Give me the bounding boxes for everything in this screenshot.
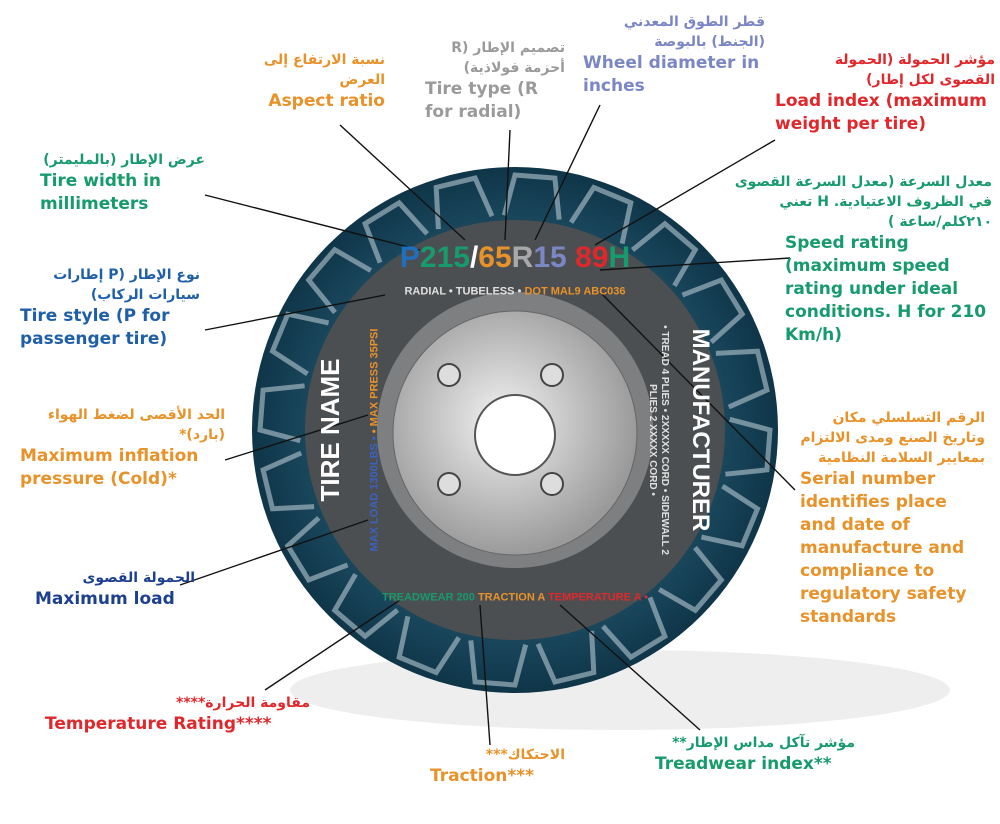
max-load-text: MAX LOAD 1300LBS • bbox=[368, 436, 381, 552]
leader-lines bbox=[179, 104, 796, 746]
tread-block bbox=[630, 220, 699, 288]
label-speed-rating: معدل السرعة (معدل السرعة القصوى في الظرو… bbox=[734, 174, 992, 345]
hub-hole bbox=[474, 394, 556, 476]
tread-block bbox=[433, 175, 495, 230]
size-load: 89 bbox=[575, 241, 609, 274]
label-max-inflation: الحد الأقصى لضغط الهواء (بارد)*Maximum i… bbox=[20, 407, 225, 489]
tread-block bbox=[260, 450, 315, 512]
tread-block bbox=[535, 630, 597, 685]
tire-size-code: P215/65R15 89H bbox=[400, 243, 630, 273]
size-p: P bbox=[399, 241, 420, 274]
traction-text: TRACTION A bbox=[477, 591, 545, 604]
temperature-text: TEMPERATURE A • bbox=[548, 591, 649, 604]
label-tire-style: نوع الإطار (P إطارات سيارات الركاب)Tire … bbox=[20, 267, 200, 349]
label-traction: الاحتكاك***Traction*** bbox=[430, 747, 565, 786]
tread-block bbox=[284, 516, 349, 583]
sidewall-left-info: MAX LOAD 1300LBS • • MAX PRESS 35PSI bbox=[368, 328, 381, 552]
max-press-text: • MAX PRESS 35PSI bbox=[368, 328, 381, 434]
tread-block bbox=[501, 172, 562, 220]
sidewall-right-info: • TREAD 4 PLIES • 2XXXXX CORD • SIDEWALL… bbox=[647, 325, 670, 555]
tread-block bbox=[569, 184, 634, 245]
tread-block bbox=[657, 545, 725, 614]
size-slash: / bbox=[469, 241, 479, 274]
label-serial-number: الرقم التسلسلي مكان وتاريخ الصنع ومدى ال… bbox=[800, 410, 985, 627]
tread-block bbox=[725, 416, 773, 477]
tread-block bbox=[468, 640, 529, 688]
tread-block bbox=[700, 484, 761, 549]
sidewall-bottom-info: TREADWEAR 200 TRACTION A TEMPERATURE A • bbox=[381, 591, 649, 604]
size-diameter: 15 bbox=[533, 241, 567, 274]
label-tire-type: تصميم الإطار (R أحزمة فولاذية)Tire type … bbox=[425, 40, 565, 122]
tread-block bbox=[396, 615, 461, 676]
size-speed: H bbox=[608, 241, 631, 274]
tread-block bbox=[269, 311, 330, 376]
tire-name-text: TIRE NAME bbox=[315, 358, 345, 502]
tread-block bbox=[601, 596, 668, 661]
tread-block bbox=[681, 277, 746, 344]
tread-block bbox=[257, 383, 305, 444]
sidewall-top-info: RADIAL • TUBELESS • DOT MAL9 ABC036 bbox=[404, 285, 626, 298]
tread-block bbox=[715, 348, 770, 410]
ring-top-text: RADIAL • TUBELESS • bbox=[404, 285, 522, 298]
manufacturer-text: MANUFACTURER bbox=[687, 328, 714, 532]
tread-pattern bbox=[257, 172, 773, 688]
tread-block bbox=[362, 199, 429, 264]
treadwear-text: TREADWEAR 200 bbox=[381, 591, 475, 604]
tread-block bbox=[305, 246, 373, 315]
label-load-index: مؤشر الحمولة (الحمولة القصوى لكل إطار)Lo… bbox=[775, 52, 995, 134]
label-tire-width: عرض الإطار (بالمليمتر)Tire width in mill… bbox=[40, 152, 205, 214]
lug-holes bbox=[437, 363, 564, 496]
label-treadwear: مؤشر تآكل مداس الإطار**Treadwear index** bbox=[655, 735, 855, 774]
size-r: R bbox=[511, 241, 534, 274]
label-temperature-rating: مقاومة الحرارة****Temperature Rating**** bbox=[45, 695, 310, 734]
size-width: 215 bbox=[419, 241, 470, 274]
tread-block bbox=[331, 572, 400, 640]
dot-code: DOT MAL9 ABC036 bbox=[524, 285, 626, 298]
size-aspect: 65 bbox=[478, 241, 512, 274]
